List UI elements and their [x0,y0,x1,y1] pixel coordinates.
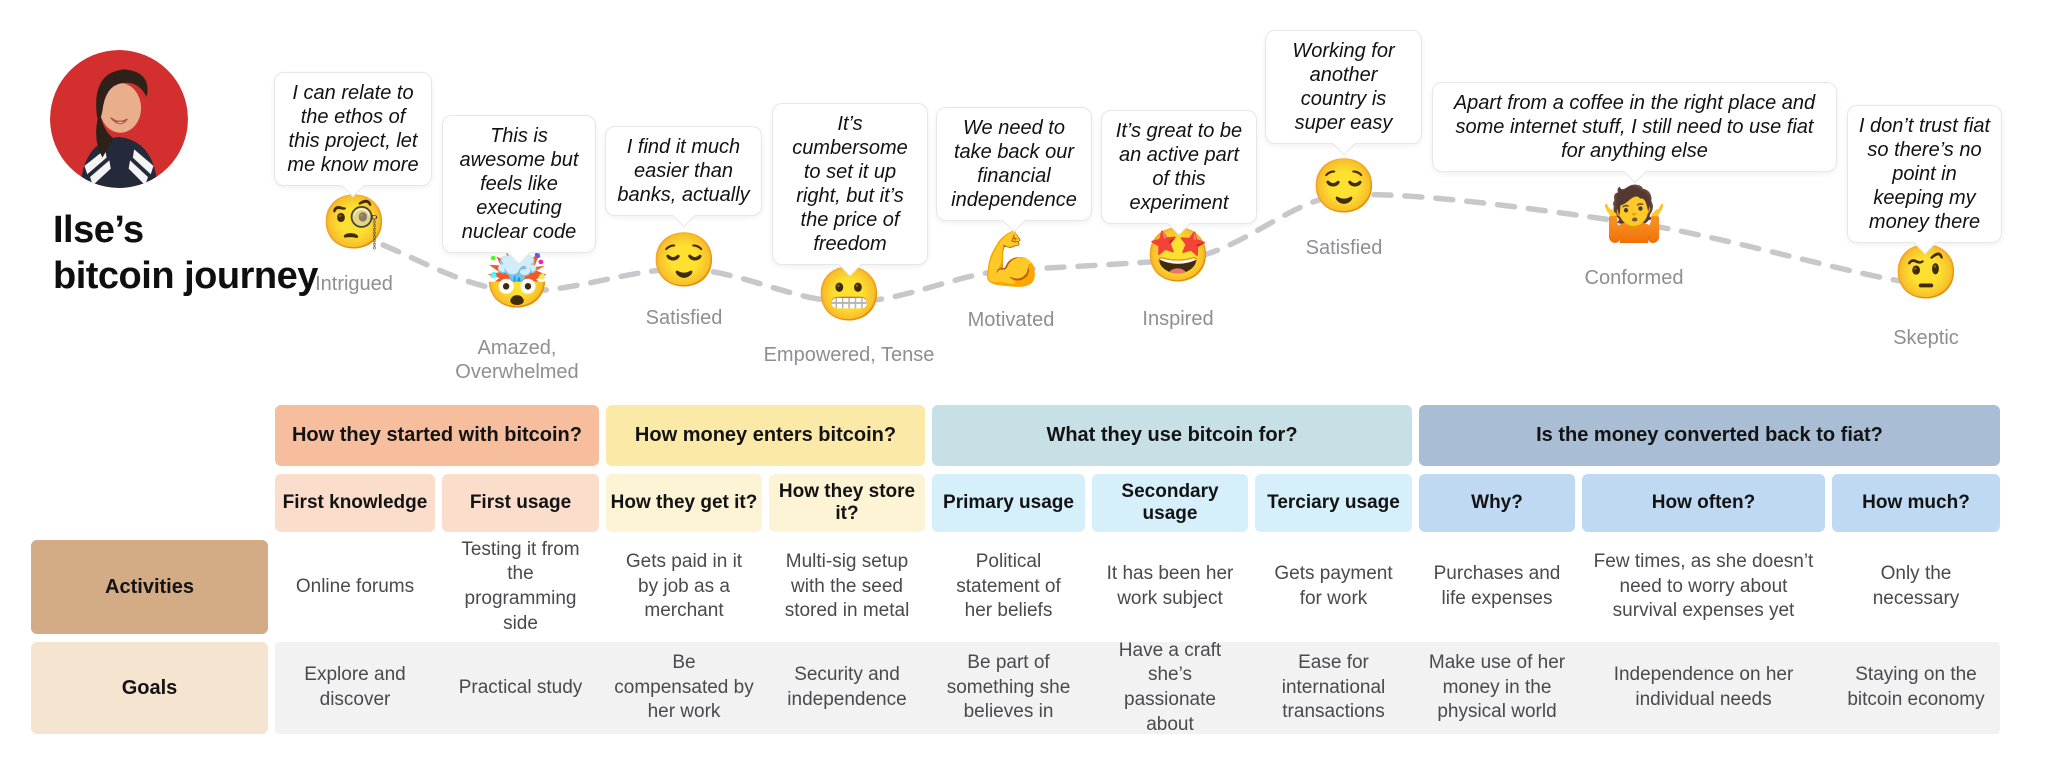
relieved-face-icon: 😌 [651,231,717,290]
person-shrugging-icon: 🤷 [1601,185,1667,244]
goals-cell: Be compensated by her work [614,651,754,723]
substage-why: Why? [1419,474,1575,532]
activities-cell: Political statement of her beliefs [956,550,1061,622]
substage-terciary-usage: Terciary usage [1255,474,1412,532]
emotion-label: Motivated [967,309,1055,331]
quote-text: I find it much easier than banks, actual… [617,136,750,206]
substage-first-usage: First usage [442,474,599,532]
page-title: Ilse’s bitcoin journey [53,207,318,300]
goals-cell: Make use of her money in the physical wo… [1428,651,1566,723]
grimacing-face-icon: 😬 [816,265,882,324]
activities-cell: Purchases and life expenses [1433,563,1561,609]
stage-header-usage: What they use bitcoin for? [932,405,1412,466]
face-with-raised-eyebrow-icon: 🤨 [1893,243,1959,302]
quote-bubble: We need to take back our financial indep… [936,107,1092,221]
emotion-label: Satisfied [645,307,723,329]
quote-bubble: Working for another country is super eas… [1265,30,1422,144]
goals-cell: Ease for international transactions [1281,651,1386,723]
exploding-head-icon: 🤯 [484,252,550,311]
emotion-label: Conformed [1584,267,1684,289]
activities-cell: Online forums [295,575,415,597]
activities-cell: Only the necessary [1872,563,1960,609]
emotion-label: Skeptic [1893,327,1959,349]
goals-cell: Have a craft she’s passionate about [1118,639,1222,735]
row-label-activities: Activities [31,540,268,634]
stage-header-enters: How money enters bitcoin? [606,405,925,466]
journey-curve-path [351,191,1917,305]
activities-cell: Testing it from the programming side [461,538,580,634]
star-struck-face-icon: 🤩 [1145,226,1211,285]
goals-row-band [275,642,2000,734]
substage-how-much: How much? [1832,474,2000,532]
quote-bubble: I find it much easier than banks, actual… [605,126,762,216]
emotion-label: Satisfied [1305,237,1383,259]
goals-cell: Security and independence [787,664,907,710]
goals-cell: Staying on the bitcoin economy [1847,664,1985,710]
activities-cell: Few times, as she doesn’t need to worry … [1593,550,1814,622]
quote-text: Apart from a coffee in the right place a… [1453,92,1816,162]
persona-name: Ilse’s [53,209,144,251]
activities-cell: Multi-sig setup with the seed stored in … [784,550,910,622]
goals-cell: Independence on her individual needs [1613,664,1794,710]
substage-how-they-get-it: How they get it? [606,474,762,532]
emotion-label: Inspired [1142,308,1214,330]
substage-secondary-usage: Secondary usage [1092,474,1248,532]
emotion-label: Amazed, Overwhelmed [455,337,579,383]
emotion-label: Intrigued [315,273,393,295]
stage-header-converted: Is the money converted back to fiat? [1419,405,2000,466]
substage-primary-usage: Primary usage [932,474,1085,532]
quote-text: This is awesome but feels like executing… [459,125,579,243]
quote-bubble: I don’t trust fiat so there’s no point i… [1847,105,2002,243]
quote-bubble: Apart from a coffee in the right place a… [1432,82,1837,172]
substage-first-knowledge: First knowledge [275,474,435,532]
quote-text: It’s cumbersome to set it up right, but … [792,113,908,255]
quote-text: Working for another country is super eas… [1292,40,1395,134]
activities-cell: Gets payment for work [1274,563,1393,609]
stage-header-started: How they started with bitcoin? [275,405,599,466]
emotion-label: Empowered, Tense [763,344,935,366]
substage-how-often: How often? [1582,474,1825,532]
activities-cell: Gets paid in it by job as a merchant [625,550,743,622]
quote-bubble: It’s great to be an active part of this … [1101,110,1257,224]
substage-how-they-store-it: How they store it? [769,474,925,532]
quote-bubble: This is awesome but feels like executing… [442,115,596,253]
goals-cell: Be part of something she believes in [946,651,1071,723]
journey-table: How they started with bitcoin? How money… [31,405,2000,735]
quote-bubble: I can relate to the ethos of this projec… [274,72,432,186]
avatar [50,50,188,188]
quote-bubble: It’s cumbersome to set it up right, but … [772,103,928,265]
persona-subtitle: bitcoin journey [53,255,318,298]
quote-text: I don’t trust fiat so there’s no point i… [1858,115,1991,233]
face-with-monocle-icon: 🧐 [321,193,387,252]
row-label-goals: Goals [31,642,268,734]
goals-cell: Explore and discover [304,664,406,710]
goals-cell: Practical study [458,676,583,698]
quote-text: I can relate to the ethos of this projec… [287,82,419,176]
quote-text: It’s great to be an active part of this … [1115,120,1243,214]
activities-cell: It has been her work subject [1106,563,1234,609]
avatar-illustration [50,50,188,188]
flexed-biceps-icon: 💪 [978,230,1044,289]
quote-text: We need to take back our financial indep… [951,117,1077,211]
relieved-face-icon: 😌 [1311,157,1377,216]
